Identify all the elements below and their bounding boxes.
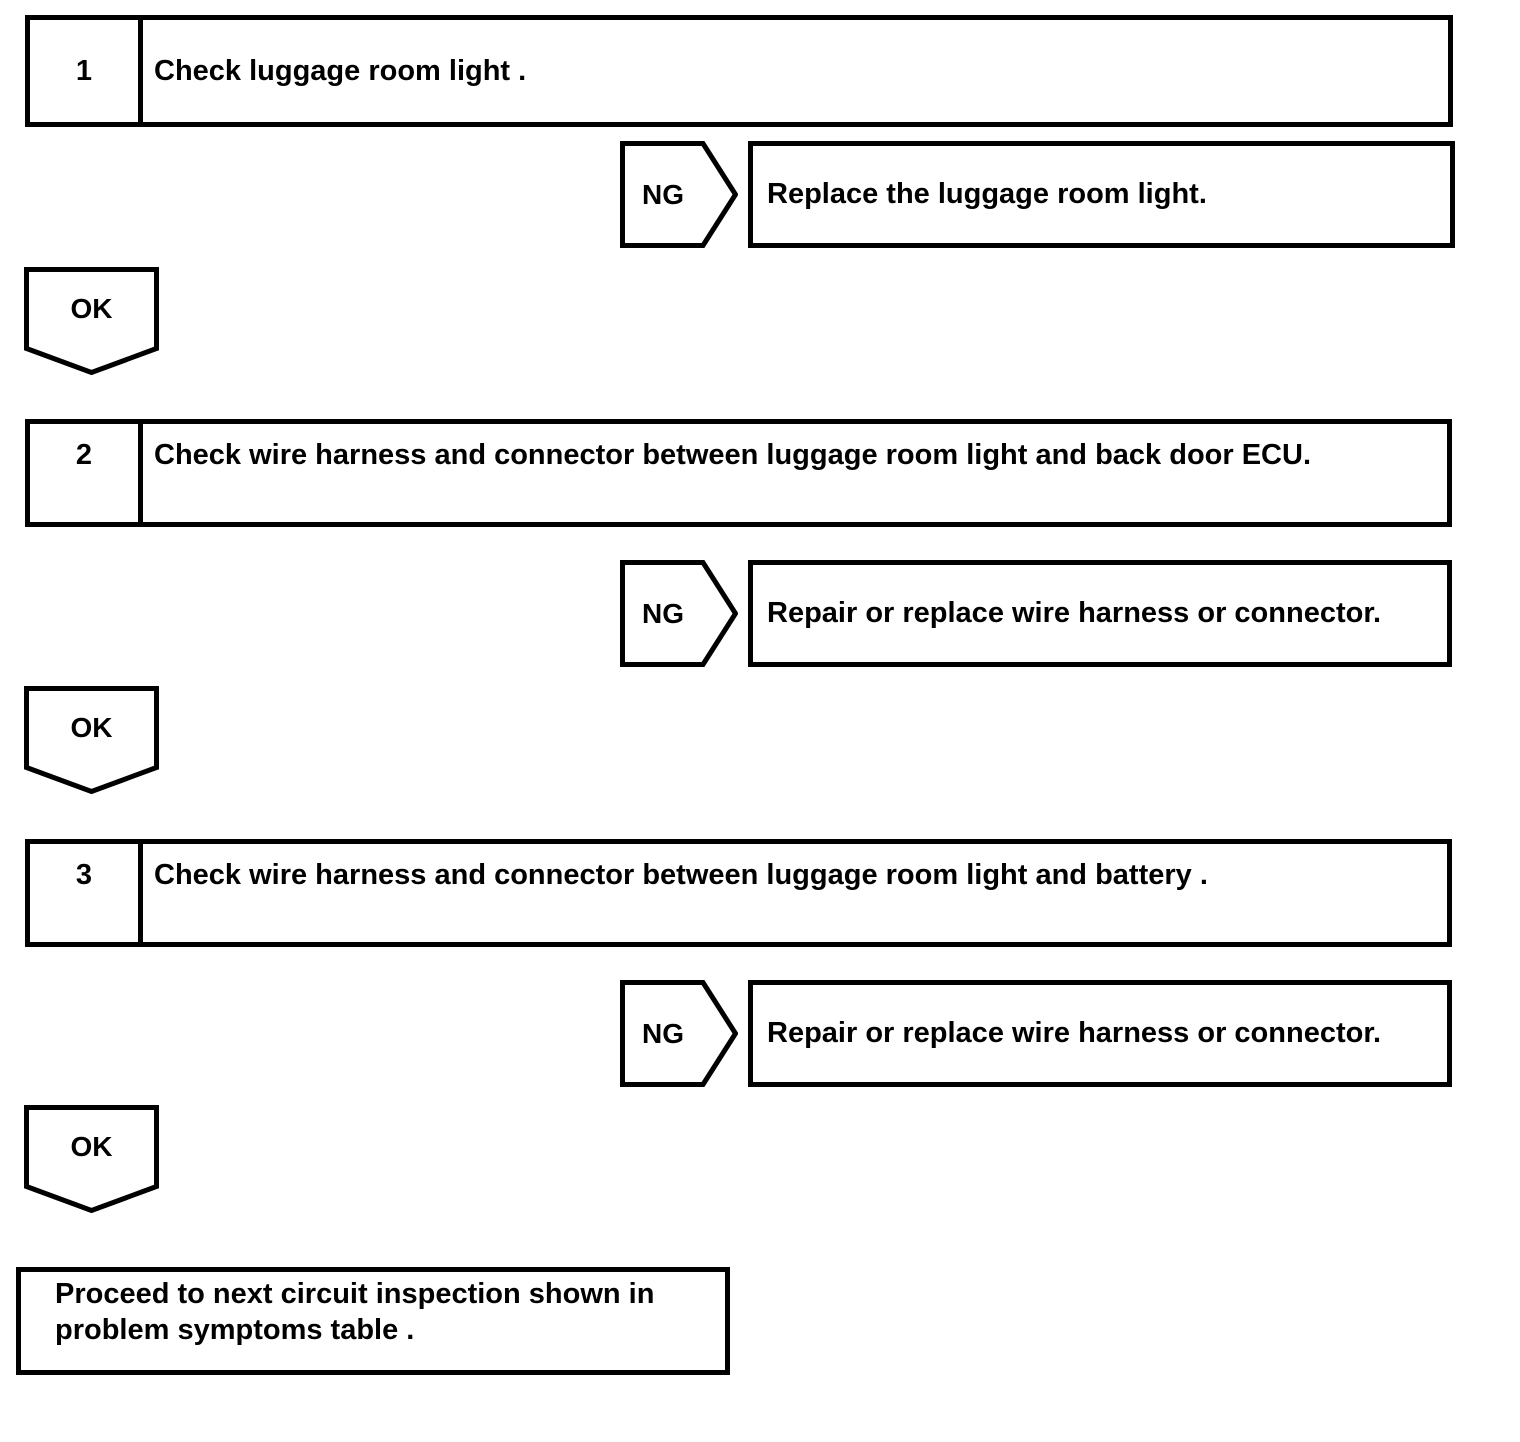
step-3-number: 3 <box>30 844 143 942</box>
ng-action-box-1: Replace the luggage room light. <box>748 141 1455 248</box>
ok-connector-2: OK <box>24 686 159 794</box>
ng-connector-3: NG <box>620 980 738 1087</box>
ng-label-2: NG <box>642 597 684 629</box>
step-1-instruction: Check luggage room light . <box>154 55 527 87</box>
ng-action-text-2: Repair or replace wire harness or connec… <box>767 597 1382 629</box>
step-2-instruction: Check wire harness and connector between… <box>154 439 1311 471</box>
ng-action-text-3: Repair or replace wire harness or connec… <box>767 1017 1382 1049</box>
step-3-box: 3 Check wire harness and connector betwe… <box>25 839 1452 947</box>
step-3-instruction: Check wire harness and connector between… <box>154 859 1208 891</box>
ok-pentagon-icon <box>24 686 159 794</box>
ok-label-2: OK <box>70 712 113 743</box>
ng-connector-1: NG <box>620 141 738 248</box>
ng-pentagon-icon <box>620 560 738 667</box>
end-text: Proceed to next circuit inspection shown… <box>55 1278 655 1346</box>
ng-pentagon-icon <box>620 141 738 248</box>
step-2-number: 2 <box>30 424 143 522</box>
ng-label-3: NG <box>642 1017 684 1049</box>
step-1-box: 1 Check luggage room light . <box>25 15 1453 127</box>
ok-pentagon-icon <box>24 1105 159 1213</box>
ng-connector-2: NG <box>620 560 738 667</box>
ok-label-1: OK <box>70 293 113 324</box>
ok-pentagon-icon <box>24 267 159 375</box>
ok-connector-1: OK <box>24 267 159 375</box>
ng-action-box-2: Repair or replace wire harness or connec… <box>748 560 1452 667</box>
ok-label-3: OK <box>70 1131 113 1162</box>
ng-label-1: NG <box>642 178 684 210</box>
step-1-number: 1 <box>30 20 143 122</box>
ok-connector-3: OK <box>24 1105 159 1213</box>
end-box: Proceed to next circuit inspection shown… <box>16 1267 730 1375</box>
ng-action-text-1: Replace the luggage room light. <box>767 178 1207 210</box>
ng-pentagon-icon <box>620 980 738 1087</box>
step-2-box: 2 Check wire harness and connector betwe… <box>25 419 1452 527</box>
ng-action-box-3: Repair or replace wire harness or connec… <box>748 980 1452 1087</box>
